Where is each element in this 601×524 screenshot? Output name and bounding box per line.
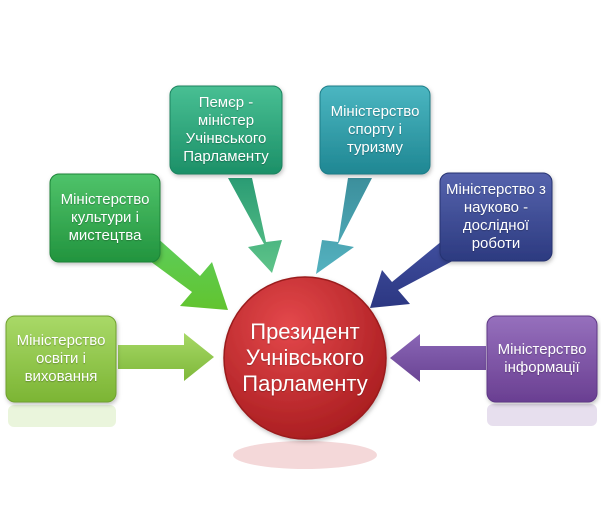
arrows [118,178,486,382]
arrow-education [118,333,214,381]
reflections [8,404,597,469]
center-circle [223,276,387,440]
node-information-box [486,315,598,403]
node-sport-box [319,85,431,175]
node-culture-box [49,173,161,263]
node-science-box [439,172,553,262]
node-education-box [5,315,117,403]
arrow-sport [316,178,372,274]
arrow-information [390,334,486,382]
node-premier-box [169,85,283,175]
arrow-premier [228,178,282,273]
nodes [5,85,598,403]
arrow-science [370,236,462,308]
